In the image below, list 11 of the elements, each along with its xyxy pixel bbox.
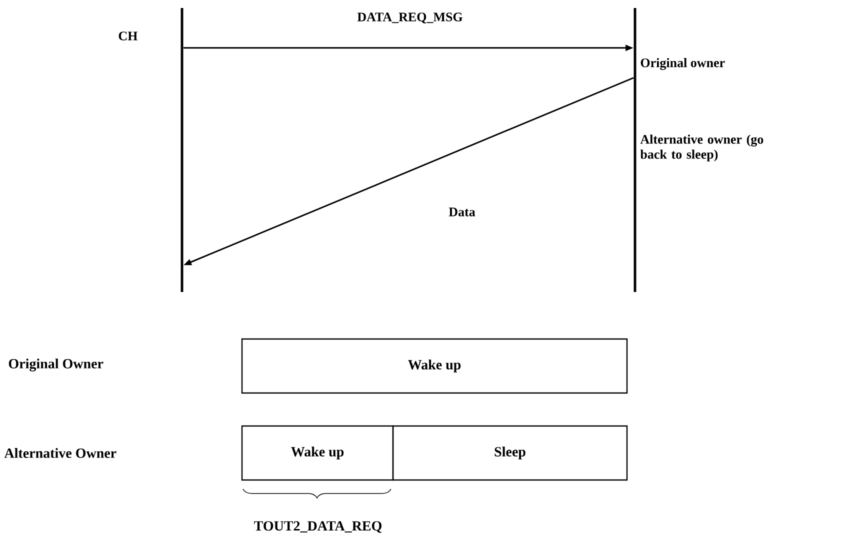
state-box: Wake up <box>241 425 394 481</box>
duration-label: TOUT2_DATA_REQ <box>254 521 382 533</box>
edge-label: Data <box>448 206 476 218</box>
state-box: Wake up <box>241 338 628 394</box>
row-label: Alternative Owner <box>4 448 116 458</box>
participant-label: Alternative owner (go back to sleep) <box>640 134 764 162</box>
participant-label: CH <box>118 32 138 40</box>
state-box: Sleep <box>392 425 628 481</box>
participant-label: Original owner <box>640 58 725 70</box>
row-label: Original Owner <box>8 358 104 372</box>
edge-label: DATA_REQ_MSG <box>356 12 464 24</box>
